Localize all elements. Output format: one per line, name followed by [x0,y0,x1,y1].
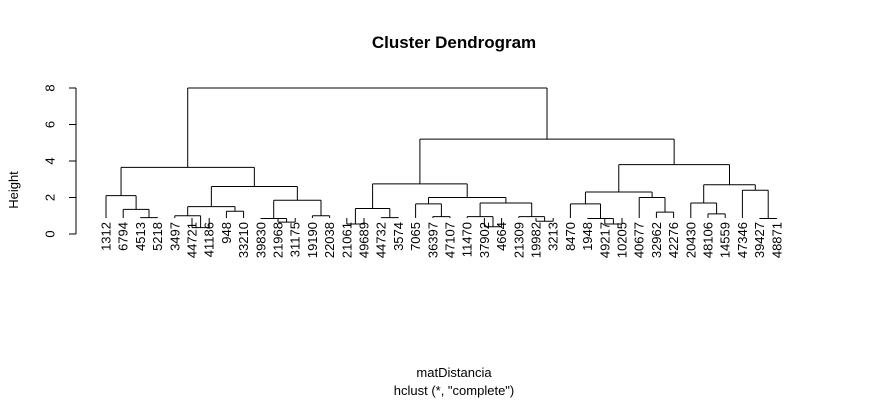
y-tick-label: 2 [43,194,58,201]
leaf-label: 3213 [546,222,561,251]
leaf-label: 44721 [185,222,200,258]
y-tick-label: 8 [43,84,58,91]
leaf-label: 5218 [150,222,165,251]
leaf-label: 1312 [99,222,114,251]
leaf-label: 47346 [735,222,750,258]
chart-subtitle: hclust (*, "complete") [394,383,515,398]
leaf-label: 20430 [683,222,698,258]
leaf-label: 6794 [116,222,131,251]
leaf-label: 7065 [408,222,423,251]
leaf-label: 19190 [305,222,320,258]
leaf-label: 11470 [460,222,475,257]
leaf-label: 10205 [615,222,630,258]
leaf-label: 21968 [271,222,286,258]
chart-title: Cluster Dendrogram [372,33,536,52]
leaf-label: 948 [219,222,234,244]
y-tick-label: 0 [43,230,58,237]
leaf-label: 4513 [133,222,148,251]
leaf-label: 1948 [580,222,595,251]
leaf-label: 39427 [752,222,767,258]
leaf-label: 19982 [529,222,544,258]
leaf-label: 36397 [425,222,440,258]
leaf-label: 22038 [322,222,337,258]
leaf-label: 42276 [666,222,681,258]
leaf-label: 49217 [597,222,612,258]
leaf-label: 21061 [339,222,354,258]
leaf-label: 4664 [494,222,509,251]
leaf-label: 32962 [649,222,664,258]
leaf-label: 49689 [357,222,372,258]
leaf-label: 47107 [443,222,458,258]
x-axis-label: matDistancia [416,365,492,380]
leaf-label: 41186 [202,222,217,257]
y-axis: 0 2 4 6 8 [43,84,77,238]
leaf-label: 33210 [236,222,251,258]
leaf-label: 8470 [563,222,578,251]
leaf-label: 31175 [288,222,303,257]
leaf-label: 21309 [511,222,526,258]
y-tick-label: 6 [43,121,58,128]
leaf-label: 39830 [253,222,268,258]
leaf-label: 37902 [477,222,492,258]
leaf-label: 3497 [167,222,182,251]
leaf-label: 14559 [718,222,733,258]
dendrogram-branches [105,87,778,229]
y-axis-label: Height [6,171,21,209]
leaf-label: 48871 [769,222,784,258]
leaf-label: 48106 [701,222,716,258]
leaf-label: 40677 [632,222,647,258]
leaf-label: 3574 [391,222,406,251]
y-tick-label: 4 [43,157,58,164]
leaf-label: 44732 [374,222,389,258]
